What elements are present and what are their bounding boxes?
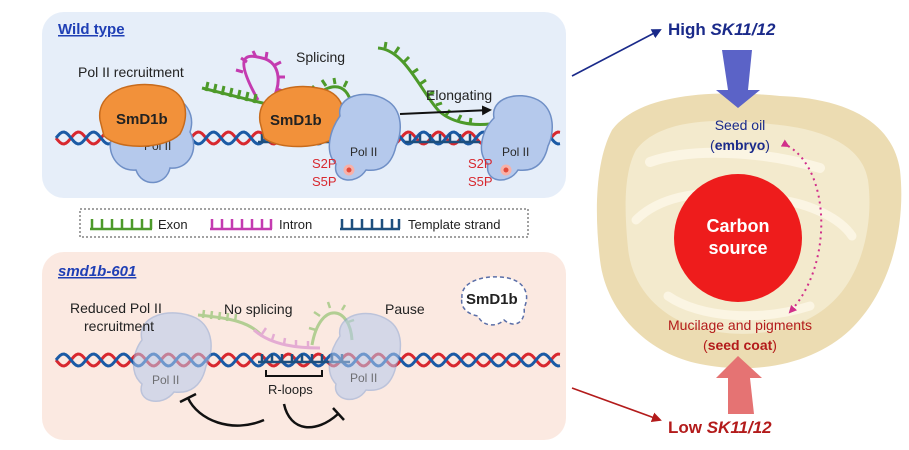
wt-pol2-recruitment-label: Pol II recruitment [78, 64, 184, 80]
embryo-label: (embryo) [710, 137, 770, 153]
wt-phospho-dot-1 [343, 164, 355, 176]
wt-phospho-dot-2 [500, 164, 512, 176]
wild-type-title: Wild type [58, 21, 125, 38]
wt-smd1b-label-1: SmD1b [116, 111, 168, 128]
wt-s2p-label-2: S2P [468, 156, 493, 171]
seed-oil-label: Seed oil [715, 117, 766, 133]
rloop-bracket [265, 370, 323, 377]
mut-pol2-right [328, 312, 402, 401]
wild-type-panel: Wild type Pol II SmD [42, 12, 566, 198]
legend-template-label: Template strand [408, 217, 501, 232]
arrow-to-high [571, 29, 662, 77]
mut-smd1b-absent: SmD1b [460, 276, 528, 326]
mut-pol2-label-right: Pol II [350, 371, 377, 385]
wt-s5p-label-1: S5P [312, 174, 337, 189]
carbon-label-2: source [708, 238, 767, 258]
wt-s2p-label-1: S2P [312, 156, 337, 171]
wt-pol2-label-2: Pol II [350, 145, 377, 159]
rloop-label: R-loops [268, 382, 313, 397]
wt-splicing-label: Splicing [296, 49, 345, 65]
wt-s5p-label-2: S5P [468, 174, 493, 189]
legend-intron-label: Intron [279, 217, 312, 232]
seed-coat-label: (seed coat) [703, 337, 777, 353]
mut-reduced-label-1: Reduced Pol II [70, 300, 162, 316]
wt-smd1b-1: SmD1b [99, 83, 187, 147]
legend-template-icon [340, 219, 401, 231]
wt-pol2-elongating: Pol II [480, 95, 553, 181]
low-sk-label: Low SK11/12 [668, 418, 772, 437]
legend-exon-icon [90, 219, 153, 231]
mut-smd1b-label: SmD1b [466, 291, 518, 308]
wt-pol2-splicing: Pol II [328, 93, 401, 181]
rloop-inhibition-right [282, 403, 339, 429]
wt-smd1b-label-2: SmD1b [270, 112, 322, 129]
legend-exon-label: Exon [158, 217, 188, 232]
seed-fold-1 [645, 147, 825, 173]
high-flow-arrow [716, 50, 760, 108]
rloop-inhibition-left [186, 397, 265, 427]
legend-intron-icon [210, 219, 273, 231]
wt-elongating-label: Elongating [426, 87, 492, 103]
high-sk-label: High SK11/12 [668, 20, 776, 39]
wt-intron-loop [235, 50, 285, 104]
mut-pol2-left [132, 312, 212, 402]
carbon-label-1: Carbon [707, 216, 770, 236]
mutant-panel: smd1b-601 Pol II Pol II R-loops [42, 252, 566, 440]
mut-pause-label: Pause [385, 301, 425, 317]
rloop-inhibition-left-bar [179, 392, 197, 404]
mucilage-label: Mucilage and pigments [668, 317, 812, 333]
low-flow-arrow [716, 356, 762, 414]
oil-mucilage-tradeoff-arrow [780, 139, 823, 314]
wt-pol2-label-3: Pol II [502, 145, 529, 159]
seed-illustration: Carbon source [596, 93, 902, 369]
rloop-inhibition-right-bar [332, 407, 345, 421]
carbon-source-circle [674, 174, 802, 302]
mut-reduced-label-2: recruitment [84, 318, 154, 334]
mut-pol2-label-left: Pol II [152, 373, 179, 387]
legend-box: Exon Intron Template strand [79, 208, 529, 238]
mut-no-splicing-label: No splicing [224, 301, 292, 317]
arrow-to-low [571, 387, 662, 422]
mutant-title: smd1b-601 [58, 263, 136, 280]
wt-elongating-arrow [399, 105, 492, 116]
